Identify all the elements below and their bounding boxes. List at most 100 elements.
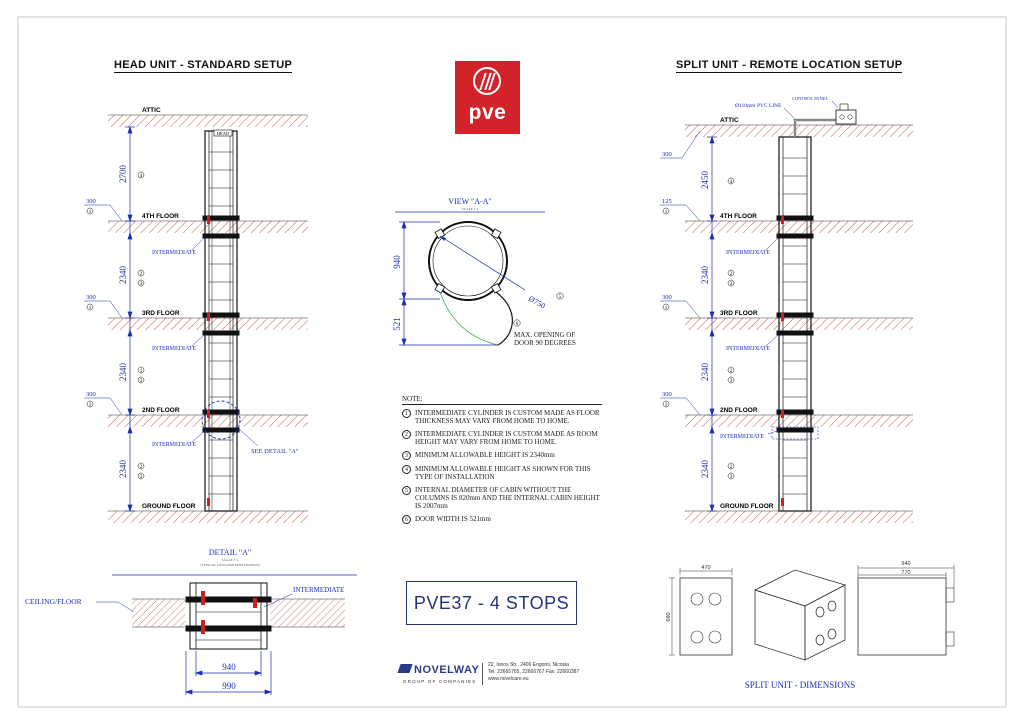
split-unit-title: SPLIT UNIT - REMOTE LOCATION SETUP [676,59,903,73]
notes-block: NOTE: 1 INTERMEDIATE CYLINDER IS CUSTOM M… [402,395,602,529]
head-floor-ground: GROUND FLOOR [142,503,196,510]
head-dimension-line [125,125,135,513]
head-unit-title: HEAD UNIT - STANDARD SETUP [114,59,293,73]
note-item: 1 INTERMEDIATE CYLINDER IS CUSTOM MADE AS… [402,409,602,425]
head-slab-callout-3: 1 [89,403,92,408]
note-text: DOOR WIDTH IS 521mm [415,515,491,523]
product-name: PVE37 - 4 STOPS [406,581,577,625]
head-callout-2a: 2 [140,272,143,277]
head-slab-4th [108,221,308,233]
head-intermediate-label-2: INTERMEDIATE [152,346,196,352]
head-callout-3a: 1 [140,369,143,374]
view-aa-diameter-callout: 5 [559,295,562,300]
split-unit-iso-icon [753,569,847,661]
company-web: www.novelcare.eu [488,676,529,682]
detail-a-dim-990: 990 [222,681,236,691]
head-slab-2nd [108,415,308,427]
head-slab-attic [108,115,308,127]
split-callout-1a: 4 [730,180,733,185]
note-number: 4 [402,465,411,474]
control-panel-label: CONTROL PANEL [792,96,829,101]
head-slab-dim-4th: 300 [86,198,96,205]
split-dimension-line [707,135,717,513]
note-text: INTERMEDIATE CYLINDER IS CUSTOM MADE AS … [415,409,600,425]
ceiling-floor-label: CEILING/FLOOR [25,597,82,606]
company-contact: 22, Ionos Str., 2406 Engomi, Nicosia Tel… [488,662,579,683]
head-height-3: 2340 [118,363,128,382]
split-slab-callout-2: 1 [665,306,668,311]
split-slab-callout-3: 1 [665,403,668,408]
split-floor-2nd: 2ND FLOOR [720,407,758,414]
detail-a-drawing: DETAIL "A" SCALE 1:1 (TYPICAL OF FLOOR P… [25,548,357,695]
split-slab-3rd [685,318,913,330]
notes-heading: NOTE: [402,395,602,405]
note-item: 5 INTERNAL DIAMETER OF CABIN WITHOUT THE … [402,486,602,510]
note-item: 3 MINIMUM ALLOWABLE HEIGHT IS 2340mm [402,451,602,460]
split-slab-dim-3rd: 300 [662,294,672,301]
split-intermediate-label-1: INTERMEDIATE [726,250,770,256]
head-slab-dim-3rd: 300 [86,294,96,301]
note-text: INTERNAL DIAMETER OF CABIN WITHOUT THE C… [415,486,600,510]
split-dimensions-title: SPLIT UNIT - DIMENSIONS [745,680,855,690]
view-aa-title: VIEW "A-A" [448,197,491,206]
split-height-1: 2450 [700,171,710,190]
pve-logo: pve [455,61,520,134]
note-text: MINIMUM ALLOWABLE HEIGHT IS 2340mm [415,451,555,459]
detail-a-subtitle: (TYPICAL OF FLOOR PENETRATION) [200,563,260,567]
dim-side-inner: 770 [901,570,910,576]
control-panel-icon [835,109,857,125]
view-aa-scale: SCALE 1:1 [462,207,479,211]
view-aa-door-note-1: MAX. OPENING OF [514,331,575,339]
head-slab-callout-1: 1 [89,210,92,215]
split-slab-attic [685,125,913,137]
split-height-2: 2340 [700,266,710,285]
detail-a-marker [201,400,241,440]
novelway-icon [397,664,413,673]
split-slab-ground [685,511,913,523]
head-floor-3rd: 3RD FLOOR [142,310,180,317]
note-number: 5 [402,486,411,495]
note-number: 2 [402,430,411,439]
head-slab-dim-2nd: 300 [86,391,96,398]
split-unit-drawing: Ø110mm PVC LINE CONTROL PANEL ATTIC 4TH … [660,96,913,523]
split-callout-2a: 2 [730,272,733,277]
split-callout-3b: 3 [730,379,733,384]
head-floor-4th: 4TH FLOOR [142,213,179,220]
split-dimensions-drawing: 470 680 940 770 SPLIT UNIT - DIMENSIONS [666,561,955,690]
head-callout-4a: 2 [140,465,143,470]
head-floor-2nd: 2ND FLOOR [142,407,180,414]
split-slab-4th [685,221,913,233]
head-height-1: 2700 [118,165,128,184]
detail-a-dim-940: 940 [222,662,236,672]
head-callout-3b: 3 [140,379,143,384]
split-callout-3a: 2 [730,369,733,374]
company-address: 22, Ionos Str., 2406 Engomi, Nicosia [488,662,569,668]
split-slab-dim-4th: 125 [662,198,672,205]
split-elevator-tube [776,136,814,512]
see-detail-label: SEE DETAIL "A" [251,448,299,455]
note-number: 3 [402,451,411,460]
note-number: 1 [402,409,411,418]
split-slab-2nd [685,415,913,427]
split-intermediate-label-3: INTERMEDIATE [720,434,764,440]
head-callout-1a: 4 [140,174,143,179]
split-callout-4b: 3 [730,475,733,480]
dim-front-width: 470 [701,565,710,571]
head-floor-attic: ATTIC [142,107,161,114]
head-intermediate-label-3: INTERMEDIATE [152,442,196,448]
split-height-3: 2340 [700,363,710,382]
head-height-4: 2340 [118,460,128,479]
split-slab-dim-2nd: 300 [662,391,672,398]
view-aa-door-note-2: DOOR 90 DEGREES [514,339,576,347]
dim-side-outer: 940 [901,561,910,567]
footer-divider [482,663,483,685]
view-aa-diameter: Ø750 [527,294,547,311]
split-height-4: 2340 [700,460,710,479]
split-intermediate-label-2: INTERMEDIATE [726,346,770,352]
view-aa-dim-940: 940 [392,255,402,269]
sheet-border [17,16,1007,708]
view-aa-drawing: VIEW "A-A" SCALE 1:1 Ø750 5 940 52 [392,197,576,347]
